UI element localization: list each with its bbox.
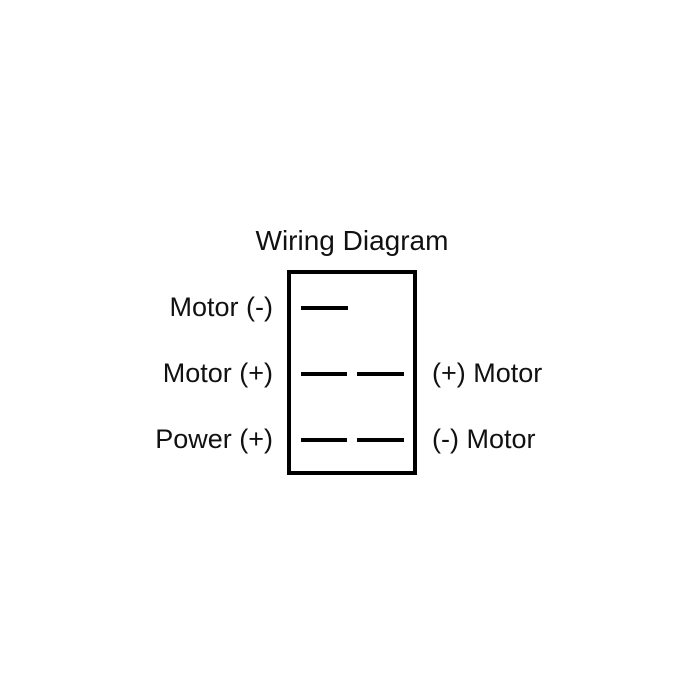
terminal-row3-right [357,438,404,442]
diagram-title: Wiring Diagram [255,225,449,256]
label-motor-negative-left: Motor (-) [169,292,274,322]
terminal-row1-left [301,306,348,310]
terminal-row3-left [301,438,347,442]
terminal-row2-left [301,372,347,376]
terminal-row2-right [357,372,404,376]
label-motor-positive-left: Motor (+) [162,358,273,388]
label-power-positive-left: Power (+) [155,424,273,454]
label-motor-negative-right: (-) Motor [432,424,536,454]
label-motor-positive-right: (+) Motor [432,358,543,388]
